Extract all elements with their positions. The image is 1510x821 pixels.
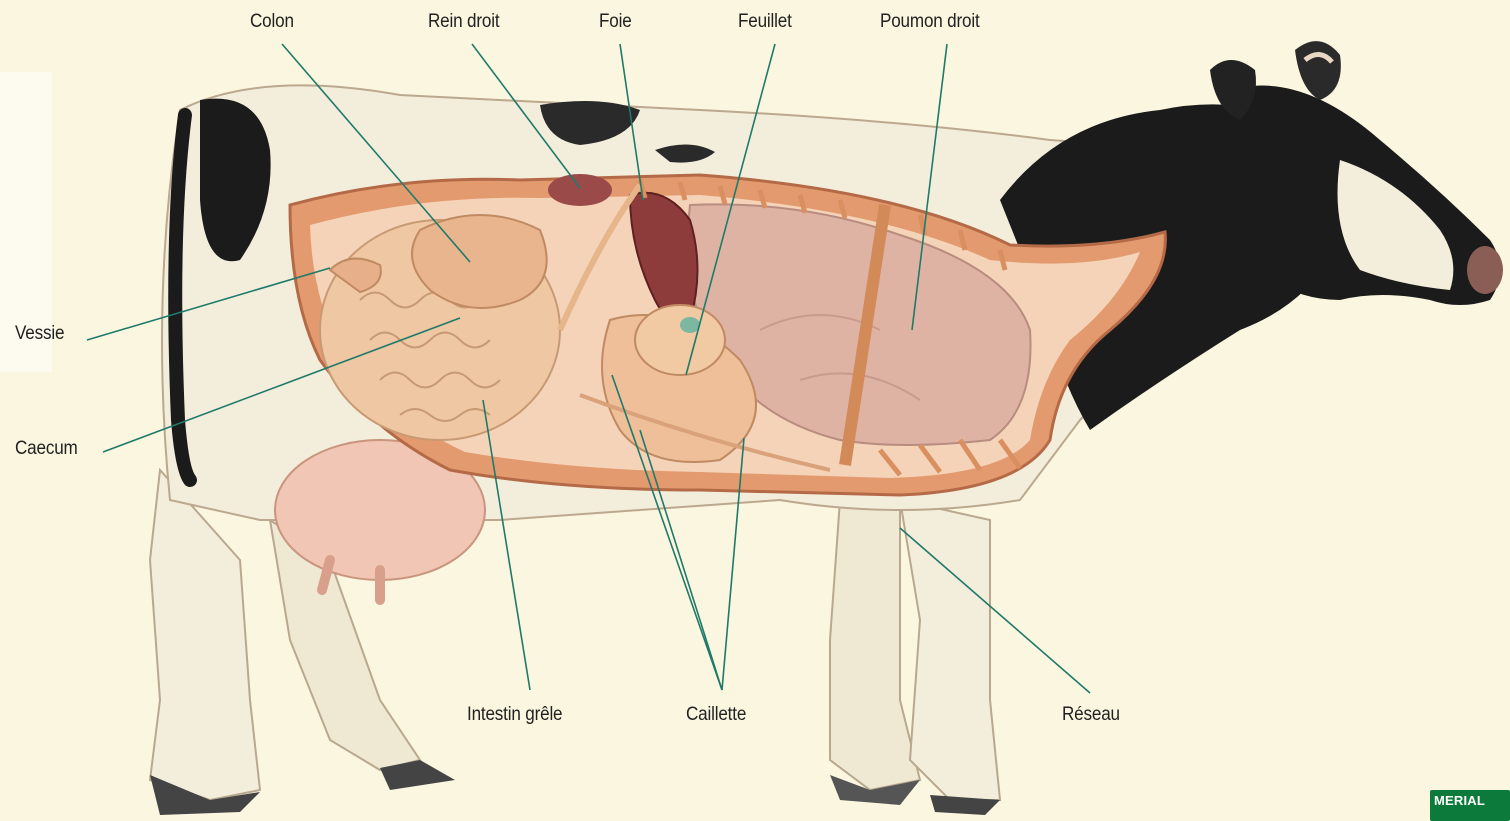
merial-logo: MERIAL — [1430, 790, 1510, 821]
omasum — [635, 305, 725, 375]
logo-text: MERIAL — [1434, 793, 1485, 808]
label-caecum: Caecum — [15, 438, 78, 460]
hind-leg-near — [150, 470, 260, 800]
ear — [1295, 41, 1341, 100]
label-colon: Colon — [250, 11, 294, 33]
label-poumon-droit: Poumon droit — [880, 11, 980, 33]
label-vessie: Vessie — [15, 323, 64, 345]
front-leg-near — [900, 500, 1000, 800]
label-caillette: Caillette — [686, 704, 746, 726]
label-feuillet: Feuillet — [738, 11, 792, 33]
label-reseau: Réseau — [1062, 704, 1120, 726]
muzzle — [1467, 246, 1503, 294]
label-foie: Foie — [599, 11, 632, 33]
kidney — [548, 174, 612, 206]
cow-figure — [150, 41, 1503, 815]
gall-bladder — [680, 317, 700, 333]
label-intestin-grele: Intestin grêle — [467, 704, 562, 726]
label-rein-droit: Rein droit — [428, 11, 499, 33]
